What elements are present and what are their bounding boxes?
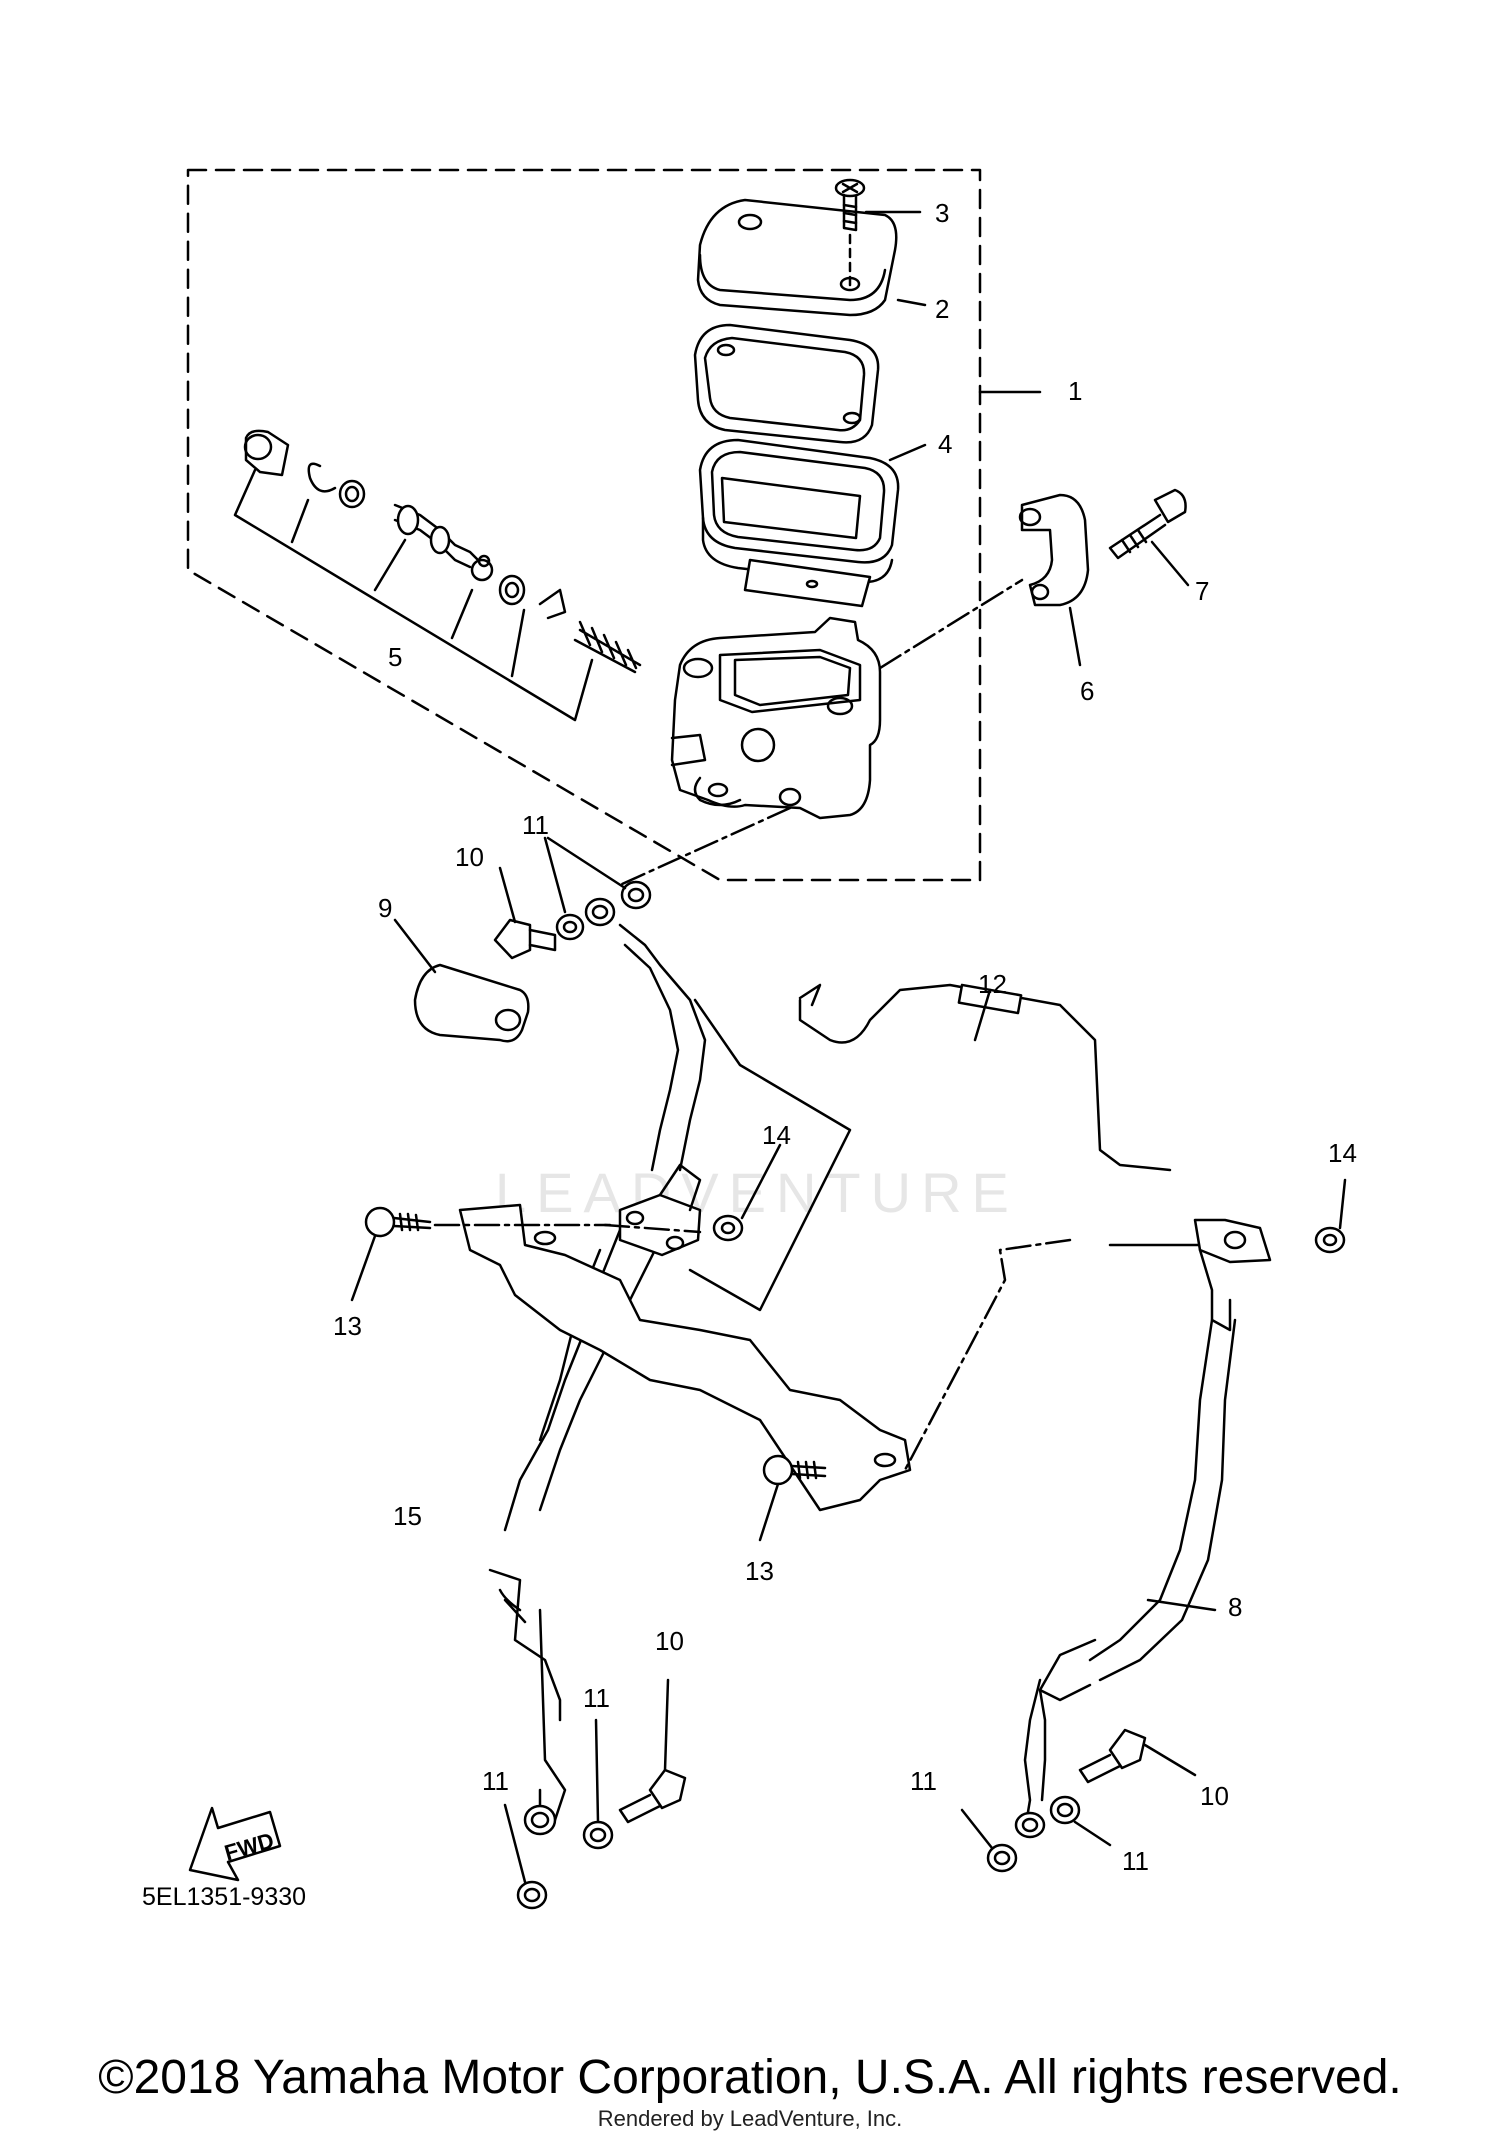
callout-10-upper: 10	[455, 842, 484, 872]
fwd-arrow: FWD	[188, 1806, 282, 1882]
diaphragm-protector	[743, 558, 872, 608]
part-code: 5EL1351-9330	[142, 1883, 306, 1911]
leader-lines-middle	[433, 998, 1202, 1472]
callout-7: 7	[1195, 576, 1209, 606]
callout-11-lower-d: 11	[1122, 1846, 1149, 1876]
bracket-bolt-lower	[758, 1454, 827, 1542]
union-bolt-upper	[493, 866, 557, 960]
callout-8: 8	[1228, 1592, 1242, 1622]
callout-9: 9	[378, 893, 392, 923]
callout-6: 6	[1080, 676, 1094, 706]
joint-block	[618, 1163, 702, 1257]
callout-11-lower-b: 11	[482, 1766, 509, 1796]
diaphragm-plate	[693, 323, 880, 444]
hose-bracket	[458, 1203, 912, 1512]
callout-11-upper: 11	[522, 810, 549, 840]
washers-upper	[543, 836, 652, 941]
union-bolt-lower-left	[618, 1678, 687, 1824]
callout-2: 2	[935, 294, 949, 324]
rubber-cap	[393, 918, 530, 1043]
callout-11-lower-a: 11	[583, 1683, 610, 1713]
nut-left	[712, 1143, 782, 1242]
callout-15: 15	[393, 1501, 422, 1531]
callout-10-lower-right: 10	[1200, 1781, 1229, 1811]
washers-lower	[503, 1718, 1112, 1910]
assembly-boundary	[186, 168, 982, 882]
rendered-by-credit: Rendered by LeadVenture, Inc.	[597, 2106, 903, 2131]
callout-1: 1	[1068, 376, 1082, 406]
copyright-notice: ©2018 Yamaha Motor Corporation, U.S.A. A…	[98, 2051, 1402, 2104]
callout-13-upper: 13	[333, 1311, 362, 1341]
callout-14-left: 14	[762, 1120, 791, 1150]
leader-lines-upper	[618, 210, 1190, 887]
bracket-holder	[1018, 493, 1090, 607]
holder-bolt	[1108, 488, 1187, 560]
reservoir-cap	[696, 198, 898, 317]
callout-3: 3	[935, 198, 949, 228]
nut-right	[1314, 1178, 1347, 1254]
callout-11-lower-c: 11	[910, 1766, 937, 1796]
callouts: 1 2 3 4 5 6 7 8 9 10 11 12 13 13 14 14 1…	[142, 198, 1357, 1911]
piston-kit	[233, 429, 642, 722]
brake-hose-8	[1014, 1218, 1272, 1839]
callout-12: 12	[978, 969, 1007, 999]
bracket-bolt-upper	[350, 1206, 432, 1302]
callout-13-lower: 13	[745, 1556, 774, 1586]
cap-screw	[834, 178, 866, 287]
callout-10-lower-left: 10	[655, 1626, 684, 1656]
brake-pipe	[798, 983, 1172, 1172]
callout-5: 5	[388, 642, 402, 672]
watermark: LEADVENTURE	[495, 1161, 1019, 1224]
diaphragm	[698, 438, 900, 584]
callout-4: 4	[938, 429, 952, 459]
master-cylinder-body	[670, 616, 882, 820]
union-bolt-lower-right	[1078, 1728, 1197, 1784]
callout-14-right: 14	[1328, 1138, 1357, 1168]
